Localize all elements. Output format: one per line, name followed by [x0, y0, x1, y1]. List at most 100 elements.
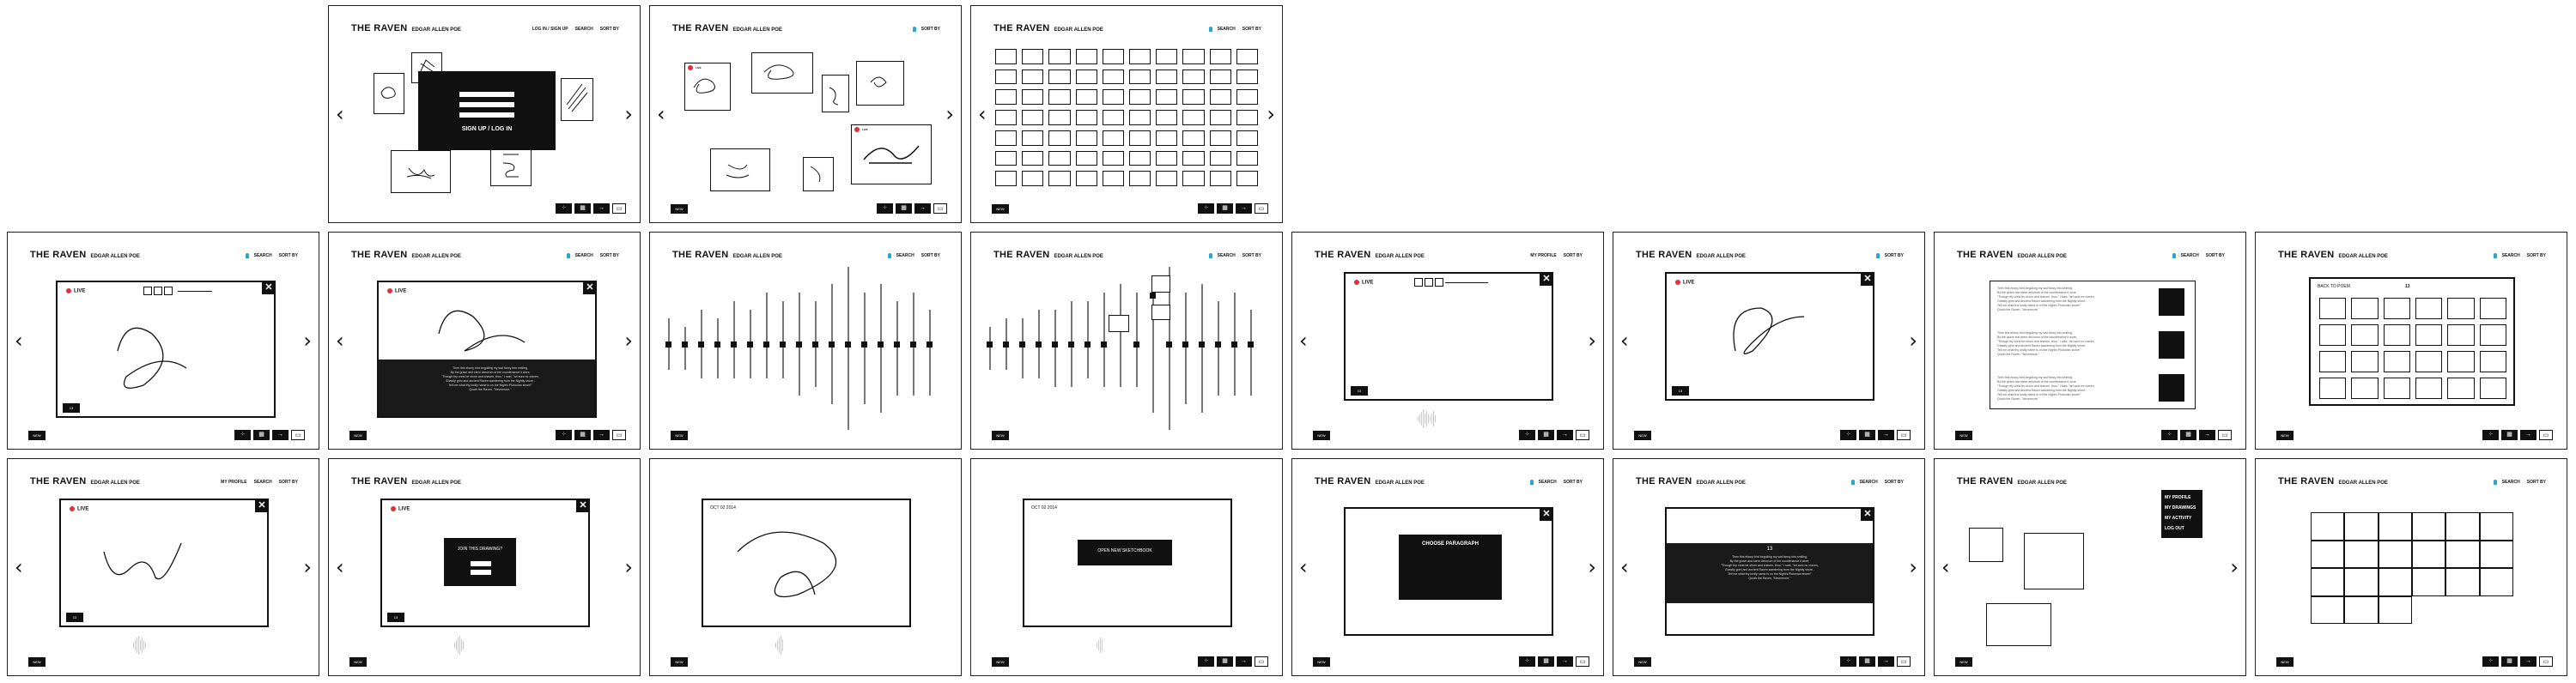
grid-cell[interactable]: [2479, 540, 2513, 568]
grid-cell[interactable]: [1156, 69, 1178, 85]
join-no-button[interactable]: [470, 569, 492, 576]
sort-link[interactable]: SORT BY: [2526, 253, 2546, 259]
grid-cell[interactable]: [1102, 49, 1124, 64]
grid-cell[interactable]: [1182, 110, 1205, 125]
grid-cell[interactable]: [1156, 110, 1178, 125]
scatter-view-icon[interactable]: ⁘: [2482, 656, 2499, 667]
page-view-icon[interactable]: ▭: [1576, 656, 1589, 667]
page-view-icon[interactable]: ▭: [612, 203, 626, 214]
join-yes-button[interactable]: [470, 560, 492, 567]
grid-cell[interactable]: [1075, 110, 1097, 125]
new-button[interactable]: NEW: [992, 657, 1009, 667]
new-button[interactable]: NEW: [28, 657, 46, 667]
next-arrow-icon[interactable]: ›: [303, 555, 312, 579]
prev-arrow-icon[interactable]: ‹: [1941, 555, 1950, 579]
grid-cell[interactable]: [2447, 351, 2475, 372]
page-view-icon[interactable]: ▭: [612, 430, 626, 440]
grid-cell[interactable]: [2311, 568, 2345, 596]
user-icon[interactable]: [2172, 253, 2176, 258]
flow-view-icon[interactable]: →: [2520, 430, 2537, 440]
new-button[interactable]: NEW: [2276, 657, 2293, 667]
grid-cell[interactable]: [1129, 49, 1151, 64]
menu-item-activity[interactable]: MY ACTIVITY: [2165, 516, 2192, 521]
grid-cell[interactable]: [1156, 130, 1178, 146]
drawing-canvas[interactable]: ✕ CHOOSE PARAGRAPH: [1344, 507, 1553, 636]
grid-cell[interactable]: [1129, 150, 1151, 166]
grid-cell[interactable]: [1102, 69, 1124, 85]
drawing-thumb[interactable]: [710, 148, 770, 191]
grid-cell[interactable]: [1075, 150, 1097, 166]
audio-waveform[interactable]: [1418, 409, 1436, 428]
drawing-canvas[interactable]: LIVE ✕ 13: [59, 499, 269, 627]
menu-item-logout[interactable]: LOG OUT: [2165, 526, 2184, 531]
signup-login-button[interactable]: SIGN UP / LOG IN: [461, 126, 513, 132]
grid-cell[interactable]: [1048, 171, 1071, 186]
sort-link[interactable]: SORT BY: [1884, 480, 1904, 486]
grid-view-icon[interactable]: ▦: [253, 430, 270, 440]
grid-cell[interactable]: [1236, 89, 1258, 106]
grid-view-icon[interactable]: ▦: [896, 203, 912, 214]
drawing-thumb[interactable]: [490, 143, 532, 186]
grid-cell[interactable]: [2415, 351, 2443, 372]
grid-cell[interactable]: [995, 69, 1018, 85]
sketchbook-canvas[interactable]: OCT 02 2014: [702, 499, 911, 627]
grid-cell[interactable]: [1156, 171, 1178, 186]
grid-view-icon[interactable]: ▦: [1538, 430, 1554, 440]
flow-view-icon[interactable]: →: [593, 203, 610, 214]
grid-cell[interactable]: [995, 130, 1018, 146]
user-icon[interactable]: [1208, 253, 1212, 258]
new-button[interactable]: NEW: [1955, 657, 1972, 667]
prev-arrow-icon[interactable]: ‹: [1299, 329, 1308, 353]
close-icon[interactable]: ✕: [1861, 272, 1874, 286]
grid-cell[interactable]: [2479, 568, 2513, 596]
prev-arrow-icon[interactable]: ‹: [15, 555, 23, 579]
drawing-thumb[interactable]: [856, 61, 904, 106]
search-link[interactable]: SEARCH: [2501, 253, 2520, 259]
grid-cell[interactable]: [1182, 130, 1205, 146]
search-link[interactable]: SEARCH: [574, 253, 593, 259]
scatter-view-icon[interactable]: ⁘: [877, 203, 893, 214]
new-button[interactable]: NEW: [28, 431, 46, 440]
grid-cell[interactable]: [1156, 49, 1178, 64]
prev-arrow-icon[interactable]: ‹: [15, 329, 23, 353]
new-button[interactable]: NEW: [2276, 431, 2293, 440]
drawing-canvas[interactable]: ✕ 13 Then this ebony bird beguiling my s…: [1665, 507, 1874, 636]
grid-view-icon[interactable]: ▦: [1859, 656, 1875, 667]
grid-cell[interactable]: [2415, 298, 2443, 319]
grid-cell[interactable]: [2411, 568, 2446, 596]
new-button[interactable]: NEW: [1634, 657, 1651, 667]
new-button[interactable]: NEW: [1634, 431, 1651, 440]
grid-cell[interactable]: [1209, 49, 1231, 64]
audio-waveform[interactable]: [133, 636, 146, 655]
grid-cell[interactable]: [1156, 89, 1178, 106]
drawing-thumb[interactable]: [561, 78, 593, 121]
prev-arrow-icon[interactable]: ‹: [1299, 555, 1308, 579]
stanza-drawing[interactable]: [2159, 288, 2184, 316]
modal-field[interactable]: [459, 102, 514, 107]
grid-cell[interactable]: [1048, 89, 1071, 106]
sort-link[interactable]: SORT BY: [1563, 480, 1583, 486]
drawing-thumb[interactable]: [751, 52, 813, 94]
flow-view-icon[interactable]: →: [1236, 656, 1252, 667]
next-arrow-icon[interactable]: ›: [1909, 555, 1917, 579]
grid-cell[interactable]: [2378, 595, 2412, 624]
sort-link[interactable]: SORT BY: [920, 27, 940, 33]
drawing-thumb[interactable]: [374, 73, 404, 114]
scatter-view-icon[interactable]: ⁘: [556, 203, 572, 214]
grid-cell[interactable]: [2378, 568, 2412, 596]
drawing-thumb[interactable]: LIVE: [851, 124, 932, 184]
grid-cell[interactable]: [2378, 540, 2412, 568]
grid-cell[interactable]: [1022, 49, 1044, 64]
sort-link[interactable]: SORT BY: [920, 253, 940, 259]
sort-link[interactable]: SORT BY: [278, 480, 298, 485]
flow-view-icon[interactable]: →: [272, 430, 289, 440]
grid-cell[interactable]: [1075, 89, 1097, 106]
grid-cell[interactable]: [2479, 512, 2513, 541]
search-link[interactable]: SEARCH: [896, 253, 914, 259]
grid-view-icon[interactable]: ▦: [2501, 430, 2518, 440]
grid-cell[interactable]: [1075, 130, 1097, 146]
grid-cell[interactable]: [2351, 351, 2379, 372]
grid-cell[interactable]: [1022, 89, 1044, 106]
user-icon[interactable]: [912, 27, 916, 32]
new-button[interactable]: NEW: [992, 431, 1009, 440]
